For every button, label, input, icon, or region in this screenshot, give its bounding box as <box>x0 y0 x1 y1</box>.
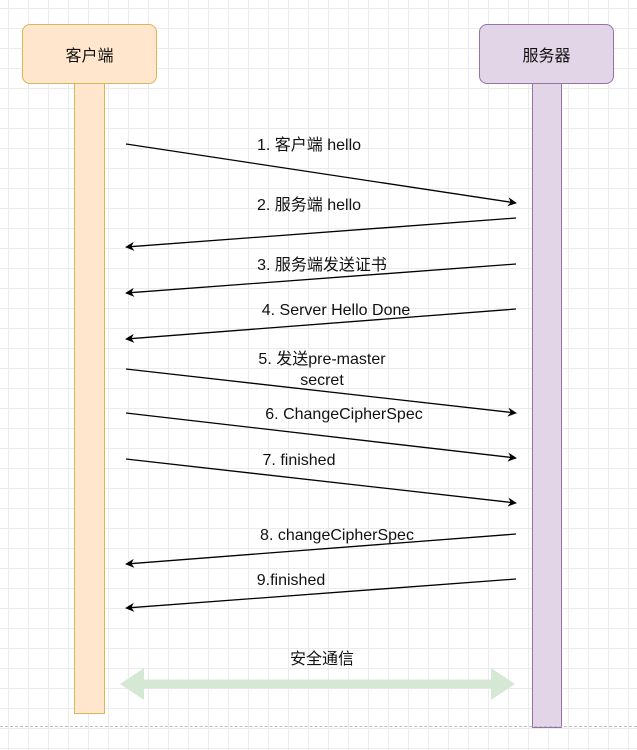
message-label-6: 6. ChangeCipherSpec <box>265 406 423 423</box>
message-label-2: 2. 服务端 hello <box>256 197 362 214</box>
server-lifeline <box>532 84 562 728</box>
message-label-3: 3. 服务端发送证书 <box>257 257 387 274</box>
participant-server-label: 服务器 <box>522 48 571 65</box>
message-arrow-5 <box>125 368 517 417</box>
message-label-9: 9.finished <box>256 572 326 589</box>
message-arrow-3 <box>125 263 517 297</box>
secure-channel-arrow <box>120 668 515 700</box>
message-arrow-6 <box>125 412 517 462</box>
message-label-8: 8. changeCipherSpec <box>260 527 414 544</box>
bottom-dashed-border <box>0 726 637 727</box>
participant-server: 服务器 <box>479 24 614 84</box>
secure-channel-label: 安全通信 <box>289 651 355 668</box>
participant-client: 客户端 <box>22 24 157 84</box>
message-arrow-1 <box>125 143 517 207</box>
message-label-5: 5. 发送pre-master secret <box>258 351 386 389</box>
message-arrow-2 <box>125 217 517 251</box>
message-label-1: 1. 客户端 hello <box>256 137 362 154</box>
message-label-4: 4. Server Hello Done <box>261 302 411 319</box>
message-arrow-8 <box>125 533 517 568</box>
message-label-7: 7. finished <box>262 452 336 469</box>
message-arrow-9 <box>125 578 517 612</box>
client-lifeline <box>74 84 105 714</box>
participant-client-label: 客户端 <box>65 48 114 65</box>
message-arrow-7 <box>125 458 517 507</box>
message-arrow-4 <box>125 308 517 343</box>
